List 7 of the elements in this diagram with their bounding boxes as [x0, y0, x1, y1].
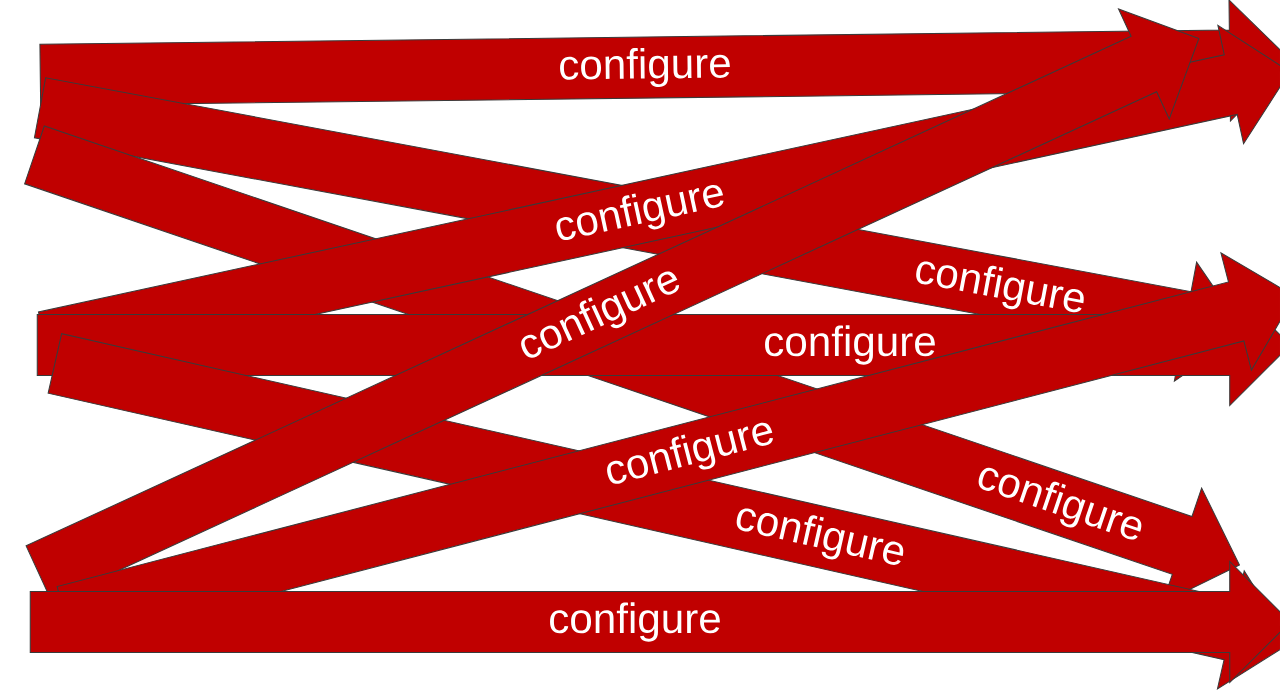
arrow-label: configure: [765, 325, 935, 365]
arrow-label: configure: [736, 508, 904, 565]
arrow-label: configure: [556, 184, 724, 240]
arrow-label: configure: [607, 422, 774, 484]
arrow-label: configure: [550, 602, 720, 642]
arrow-label: configure: [916, 261, 1084, 313]
arrow-label: configure: [560, 47, 730, 88]
